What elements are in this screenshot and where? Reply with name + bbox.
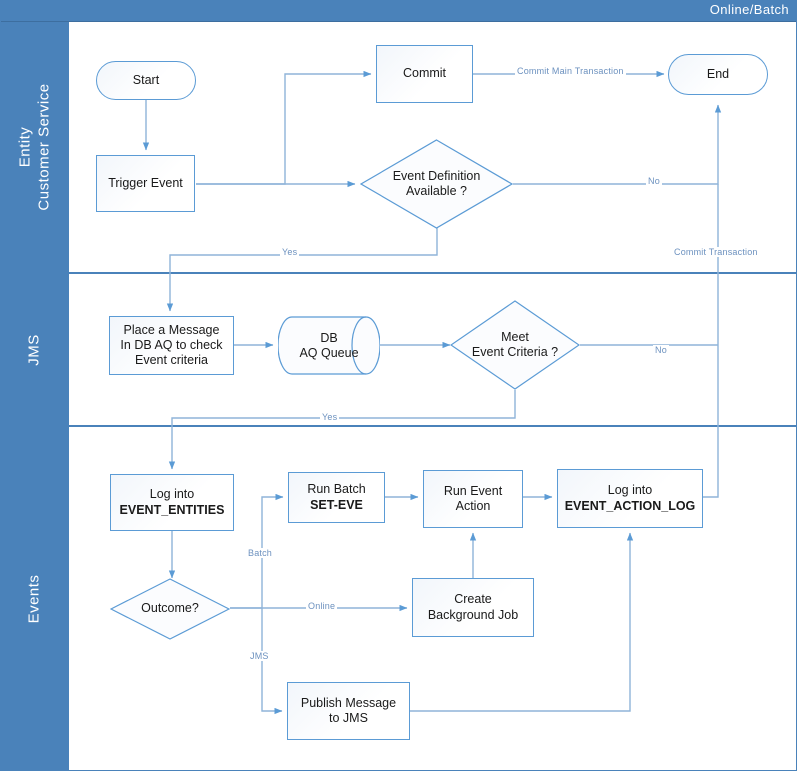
publish-jms-line2: to JMS	[329, 711, 368, 725]
diamond-shape	[360, 139, 513, 229]
lane-header-events: Events	[0, 427, 69, 771]
log-entities-line2: EVENT_ENTITIES	[119, 502, 225, 517]
place-message-line1: Place a Message	[123, 322, 220, 337]
edge-label-criteria-no: No	[653, 345, 669, 355]
lane-label-entity-l1: Entity	[15, 126, 33, 168]
edge-label-outcome-batch: Batch	[246, 548, 275, 558]
node-create-bg-job-label: Create Background Job	[428, 592, 518, 623]
node-log-into-event-entities[interactable]: Log into EVENT_ENTITIES	[110, 474, 234, 531]
node-place-message[interactable]: Place a Message In DB AQ to check Event …	[109, 316, 234, 375]
run-action-line1: Run Event	[443, 483, 503, 498]
node-run-event-action[interactable]: Run Event Action	[423, 470, 523, 528]
node-db-aq-queue[interactable]: DB AQ Queue	[278, 316, 380, 375]
node-trigger-event-label: Trigger Event	[108, 175, 183, 190]
node-publish-message-to-jms[interactable]: Publish Message to JMS	[287, 682, 410, 740]
edge-label-outcome-jms: JMS	[248, 651, 271, 661]
bgjob-line2: Background Job	[427, 607, 519, 622]
node-commit-label: Commit	[402, 66, 447, 81]
diamond-shape	[450, 300, 580, 390]
node-commit[interactable]: Commit	[376, 45, 473, 103]
pool-header: Online/Batch	[0, 0, 797, 22]
node-outcome[interactable]: Outcome?	[110, 578, 230, 640]
node-trigger-event[interactable]: Trigger Event	[96, 155, 195, 212]
node-end[interactable]: End	[668, 54, 768, 95]
run-batch-line1: Run Batch	[307, 482, 366, 497]
edge-label-criteria-yes: Yes	[320, 412, 340, 422]
pool-title: Online/Batch	[709, 2, 789, 17]
database-cylinder-shape	[278, 316, 380, 375]
node-run-event-action-label: Run Event Action	[444, 484, 502, 515]
publish-jms-line1: Publish Message	[300, 695, 397, 710]
node-end-label: End	[706, 66, 730, 81]
node-log-event-entities-label: Log into EVENT_ENTITIES	[120, 487, 225, 518]
node-run-batch-label: Run Batch SET-EVE	[307, 482, 365, 513]
edge-label-outcome-online: Online	[306, 601, 338, 611]
edge-label-commit-transaction: Commit Transaction	[672, 247, 760, 257]
node-log-event-action-log-label: Log into EVENT_ACTION_LOG	[565, 483, 696, 514]
node-db-aq-queue-label: DB AQ Queue	[278, 330, 380, 361]
diamond-shape	[110, 578, 230, 640]
db-queue-line2: AQ Queue	[299, 345, 359, 360]
place-message-line2: In DB AQ to check	[120, 337, 223, 352]
node-start-label: Start	[132, 72, 160, 87]
node-run-batch-set-eve[interactable]: Run Batch SET-EVE	[288, 472, 385, 523]
node-start[interactable]: Start	[96, 61, 196, 100]
place-message-line3: Event criteria	[135, 353, 208, 368]
lane-separator-1	[0, 272, 797, 274]
lane-header-jms: JMS	[0, 274, 69, 425]
log-actionlog-line2: EVENT_ACTION_LOG	[564, 498, 696, 513]
run-batch-line2: SET-EVE	[310, 497, 363, 512]
lane-label-events: Events	[25, 574, 43, 624]
node-publish-jms-label: Publish Message to JMS	[301, 696, 396, 727]
node-meet-event-criteria[interactable]: Meet Event Criteria ?	[450, 300, 580, 390]
log-entities-line1: Log into	[149, 487, 195, 502]
edge-label-commit-main-transaction: Commit Main Transaction	[515, 66, 626, 76]
db-queue-line1: DB	[320, 330, 338, 345]
node-place-message-label: Place a Message In DB AQ to check Event …	[120, 323, 222, 369]
lane-separator-2	[0, 425, 797, 427]
run-action-line2: Action	[455, 499, 491, 513]
node-create-background-job[interactable]: Create Background Job	[412, 578, 534, 637]
lane-label-entity-l2: Customer Service	[34, 83, 52, 211]
node-event-definition-available[interactable]: Event Definition Available ?	[360, 139, 513, 229]
lane-label-jms: JMS	[25, 333, 43, 366]
edge-label-event-def-no: No	[646, 176, 662, 186]
node-log-into-event-action-log[interactable]: Log into EVENT_ACTION_LOG	[557, 469, 703, 528]
bgjob-line1: Create	[454, 592, 492, 607]
edge-label-event-def-yes: Yes	[280, 247, 300, 257]
log-actionlog-line1: Log into	[607, 483, 653, 498]
